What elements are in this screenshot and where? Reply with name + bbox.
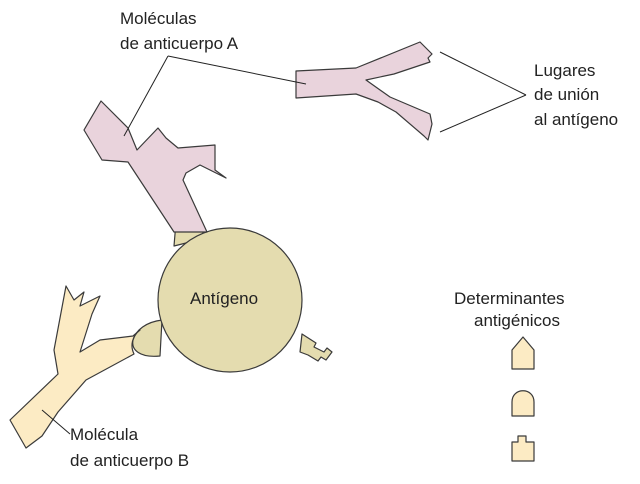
- pointed-determinant-icon: [511, 336, 535, 370]
- antigen-right-determinant: [299, 333, 333, 362]
- antigen-body: [157, 227, 303, 373]
- leader-line-a-right: [167, 55, 307, 85]
- binding-sites-label-line3: al antígeno: [534, 110, 619, 129]
- antigen-label: Antígeno: [190, 289, 259, 308]
- antibody-a-right: [295, 41, 433, 141]
- antibody-b-label-line1: Molécula: [70, 425, 139, 444]
- antigen-left-determinant: [132, 319, 163, 357]
- notched-determinant-icon: [511, 435, 535, 462]
- antigen-molecule: [132, 211, 333, 373]
- antibody-b: [9, 285, 141, 449]
- determinants-label-line1: Determinantes: [454, 289, 565, 308]
- binding-sites-label-line2: de unión: [534, 85, 600, 104]
- determinants-label-line2: antigénicos: [474, 311, 561, 330]
- rounded-determinant-icon: [511, 390, 535, 417]
- leader-line-binding-top: [439, 51, 527, 96]
- antibody-a-left: [83, 100, 227, 233]
- antibody-a-label-line1: Moléculas: [120, 9, 197, 28]
- leader-line-b: [41, 409, 71, 435]
- antibody-a-label-line2: de anticuerpo A: [120, 34, 239, 53]
- leader-line-a-left: [123, 55, 169, 137]
- antibody-b-label-line2: de anticuerpo B: [70, 451, 190, 470]
- leader-line-binding-bottom: [439, 94, 527, 133]
- leader-lines: [41, 51, 527, 435]
- determinant-legend: [511, 336, 535, 462]
- binding-sites-label-line1: Lugares: [534, 61, 596, 80]
